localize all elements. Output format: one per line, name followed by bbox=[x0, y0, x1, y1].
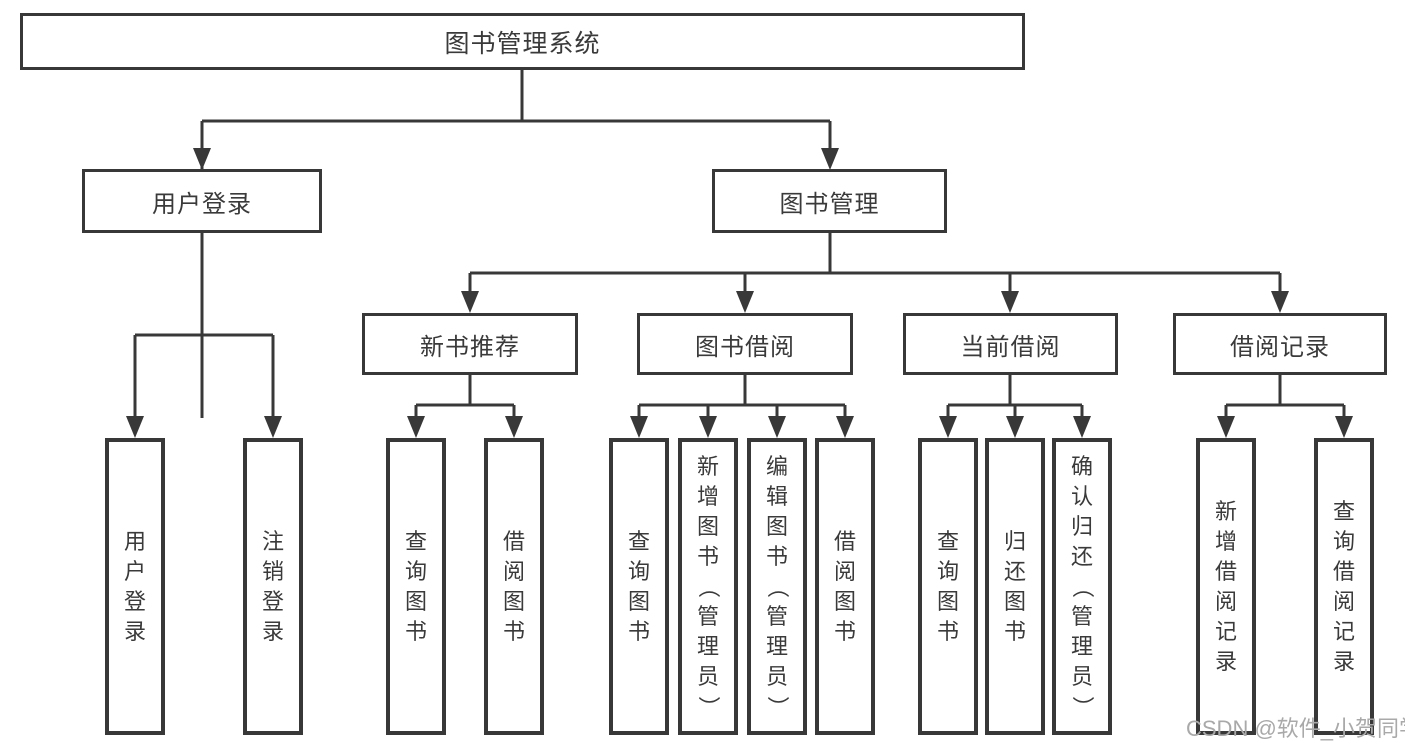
leaf-add-books-admin: 新增图书（管理员） bbox=[678, 438, 738, 735]
arrowhead bbox=[939, 416, 957, 438]
arrowhead bbox=[1271, 291, 1289, 313]
arrowhead bbox=[699, 416, 717, 438]
arrowhead bbox=[461, 291, 479, 313]
connector-login-to-leaves bbox=[126, 233, 282, 438]
leaf-borrow-books: 借阅图书 bbox=[815, 438, 875, 735]
node-label: 用户登录 bbox=[152, 190, 252, 218]
leaf-label: 借阅图书 bbox=[833, 528, 856, 644]
connector-line bbox=[468, 233, 1282, 293]
arrowhead bbox=[630, 416, 648, 438]
connector-line bbox=[1224, 375, 1346, 418]
arrowhead bbox=[1335, 416, 1353, 438]
node-current-borrow: 当前借阅 bbox=[903, 313, 1118, 375]
arrowhead bbox=[1001, 291, 1019, 313]
arrowhead bbox=[1006, 416, 1024, 438]
arrowhead bbox=[1217, 416, 1235, 438]
node-book-borrow: 图书借阅 bbox=[637, 313, 853, 375]
connector-line bbox=[133, 233, 275, 418]
leaf-label: 用户登录 bbox=[123, 528, 146, 644]
connector-line bbox=[946, 375, 1084, 418]
leaf-label: 编辑图书（管理员） bbox=[765, 453, 790, 718]
arrowhead bbox=[193, 148, 211, 170]
leaf-confirm-return-admin: 确认归还（管理员） bbox=[1052, 438, 1112, 735]
leaf-label: 查询图书 bbox=[404, 528, 427, 644]
arrowhead bbox=[126, 416, 144, 438]
leaf-label: 查询借阅记录 bbox=[1332, 498, 1355, 674]
leaf-label: 新增图书（管理员） bbox=[696, 453, 721, 718]
leaf-label: 查询图书 bbox=[936, 528, 959, 644]
leaf-logout: 注销登录 bbox=[243, 438, 303, 735]
node-label: 当前借阅 bbox=[960, 333, 1061, 361]
leaf-add-borrow-record: 新增借阅记录 bbox=[1196, 438, 1256, 735]
node-label: 图书管理 bbox=[779, 190, 880, 218]
leaf-label: 借阅图书 bbox=[502, 528, 525, 644]
leaf-query-borrow-record: 查询借阅记录 bbox=[1314, 438, 1374, 735]
node-new-book-recommend: 新书推荐 bbox=[362, 313, 578, 375]
leaf-label: 确认归还（管理员） bbox=[1070, 453, 1095, 718]
arrowhead bbox=[407, 416, 425, 438]
leaf-label: 新增借阅记录 bbox=[1214, 498, 1237, 674]
arrowhead bbox=[1073, 416, 1091, 438]
connector-current-to-leaves bbox=[939, 375, 1091, 438]
leaf-return-books: 归还图书 bbox=[985, 438, 1045, 735]
arrowhead bbox=[505, 416, 523, 438]
connector-management-to-sections bbox=[461, 233, 1289, 313]
node-root: 图书管理系统 bbox=[20, 13, 1025, 70]
connector-line bbox=[637, 375, 847, 418]
node-label: 图书借阅 bbox=[695, 333, 795, 361]
node-user-login-branch: 用户登录 bbox=[82, 169, 322, 233]
leaf-edit-books-admin: 编辑图书（管理员） bbox=[747, 438, 807, 735]
connector-recommend-to-leaves bbox=[407, 375, 523, 438]
leaf-query-books-borrow: 查询图书 bbox=[609, 438, 669, 735]
node-borrow-records: 借阅记录 bbox=[1173, 313, 1387, 375]
connector-records-to-leaves bbox=[1217, 375, 1353, 438]
connector-borrow-to-leaves bbox=[630, 375, 854, 438]
leaf-label: 归还图书 bbox=[1003, 528, 1026, 644]
node-label: 新书推荐 bbox=[420, 333, 520, 361]
arrowhead bbox=[736, 291, 754, 313]
leaf-label: 查询图书 bbox=[627, 528, 650, 644]
node-root-label: 图书管理系统 bbox=[444, 29, 601, 58]
leaf-label: 注销登录 bbox=[261, 528, 284, 644]
arrowhead bbox=[264, 416, 282, 438]
watermark: CSDN @软件_小贺同学 bbox=[1186, 716, 1405, 741]
node-label: 借阅记录 bbox=[1230, 333, 1330, 361]
leaf-query-books-current: 查询图书 bbox=[918, 438, 978, 735]
connector-line bbox=[414, 375, 516, 418]
leaf-borrow-books-recommend: 借阅图书 bbox=[484, 438, 544, 735]
node-book-management: 图书管理 bbox=[712, 169, 947, 233]
arrowhead bbox=[768, 416, 786, 438]
leaf-user-login: 用户登录 bbox=[105, 438, 165, 735]
arrowhead bbox=[836, 416, 854, 438]
arrowhead bbox=[821, 148, 839, 170]
leaf-query-books-recommend: 查询图书 bbox=[386, 438, 446, 735]
